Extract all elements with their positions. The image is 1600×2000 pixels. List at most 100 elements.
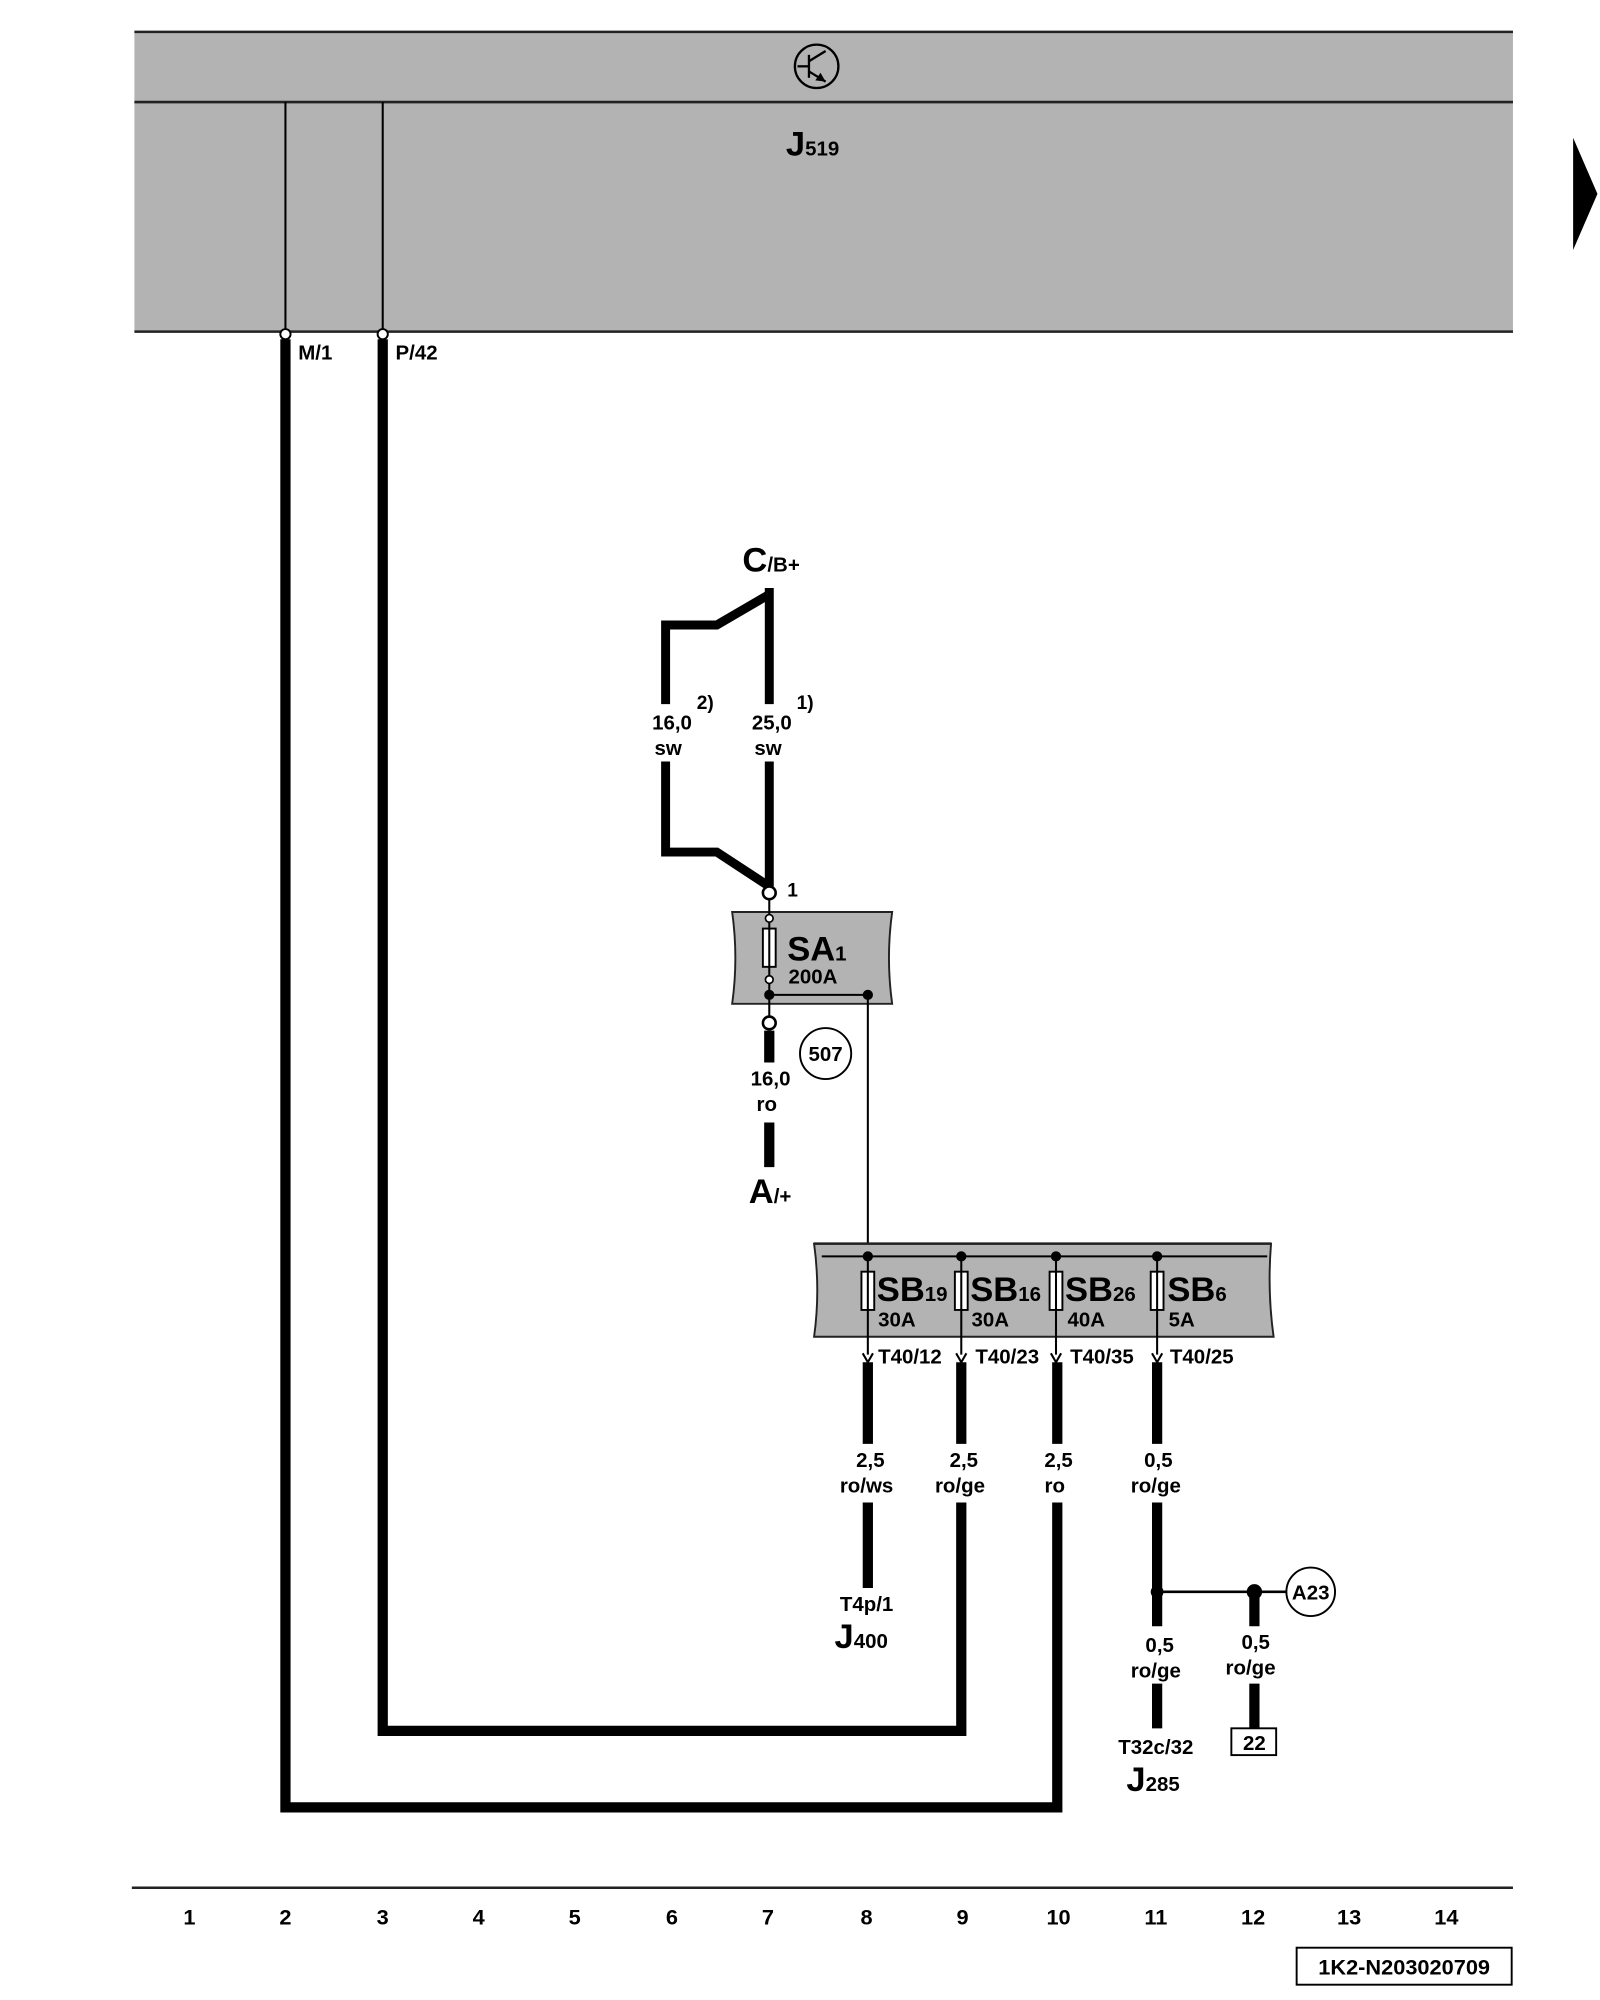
pin-t40-12: T40/12: [878, 1346, 942, 1369]
fuse-sb19-title: SB19: [877, 1271, 948, 1309]
branch-22-wire-color: ro/ge: [1226, 1657, 1276, 1680]
wire-16-sw: [661, 590, 772, 891]
reference-code: 1K2-N203020709: [1318, 1955, 1490, 1980]
battery-terminal-sub: /B+: [767, 553, 799, 576]
starter-terminal-letter: A: [749, 1173, 774, 1211]
fuse-box-panel: [812, 1242, 1275, 1338]
connection-a23-circle: [1285, 1566, 1336, 1618]
fuse-sb6-rating: 5A: [1169, 1309, 1195, 1332]
fuse-letter: SB: [970, 1271, 1018, 1309]
column-number: 13: [1337, 1905, 1361, 1930]
j285-wire-color: ro/ge: [1131, 1659, 1181, 1682]
wire-p42-to-t40-23: [377, 339, 967, 1736]
j400-letter: J: [835, 1618, 854, 1656]
column-number: 12: [1241, 1905, 1265, 1930]
main-fuse-letter: SA: [787, 931, 835, 969]
pin-t40-25: T40/25: [1170, 1346, 1234, 1369]
fuse-sb16-title: SB16: [970, 1271, 1041, 1309]
j285-wire-size: 0,5: [1145, 1634, 1173, 1657]
wire-sb19-size: 2,5: [856, 1449, 884, 1472]
fuse-sb19: SB19 30A: [860, 1251, 948, 1365]
column-numbers: 1 2 3 4 5 6 7 8 9 10 11 12 13 14: [183, 1905, 1458, 1930]
wire-16-ro-color: ro: [756, 1093, 776, 1116]
fuse-number: 19: [925, 1283, 948, 1306]
fuse-sb26: SB26 40A: [1048, 1251, 1136, 1365]
control-unit-number: 519: [805, 138, 839, 161]
junction-dot: [862, 1251, 873, 1262]
main-fuse-sa1: SA1 200A: [731, 899, 894, 1017]
battery-terminal-label: C/B+: [742, 541, 799, 579]
fuse-sb19-rating: 30A: [878, 1309, 916, 1332]
connection-a23: A23: [1292, 1582, 1330, 1605]
fuse-sb6-title: SB6: [1167, 1271, 1226, 1309]
j285-letter: J: [1126, 1761, 1145, 1799]
j285-pin: T32c/32: [1118, 1736, 1193, 1759]
j400-pin: T4p/1: [840, 1593, 893, 1616]
pin-t40-35: T40/35: [1070, 1346, 1134, 1369]
wire-sb26-color: ro: [1044, 1474, 1064, 1497]
fuse-sb16-rating: 30A: [972, 1309, 1010, 1332]
pin-connector-m1: [279, 328, 292, 341]
column-number: 4: [473, 1905, 485, 1930]
wire-25-footnote: 1): [797, 693, 814, 714]
fuse-sb26-rating: 40A: [1068, 1309, 1106, 1332]
wire-sb6-color: ro/ge: [1131, 1474, 1181, 1497]
column-number: 5: [569, 1905, 581, 1930]
wire-sb16-color: ro/ge: [935, 1474, 985, 1497]
column-number: 8: [861, 1905, 873, 1930]
j400-label: J400: [835, 1618, 888, 1656]
control-unit-panel: [134, 31, 1513, 332]
column-number: 1: [183, 1905, 195, 1930]
wire-16-color: sw: [655, 737, 682, 760]
fuse-letter: SB: [1167, 1271, 1215, 1309]
reference-code-box: [1295, 1946, 1513, 1986]
fuse-box-sb: SB19 30A SB16 30A SB26 40A: [812, 1242, 1275, 1365]
pin-connector-p42: [376, 328, 389, 341]
ground-point-507: 507: [809, 1043, 843, 1066]
fuse-sb6: SB6 5A: [1149, 1251, 1227, 1365]
main-fuse-rating: 200A: [788, 965, 837, 988]
pin-t40-23: T40/23: [975, 1346, 1039, 1369]
wire-sb19-color: ro/ws: [840, 1474, 893, 1497]
fuse-number: 16: [1018, 1283, 1041, 1306]
terminal-1: [761, 885, 777, 901]
control-unit-letter: J: [786, 126, 805, 164]
column-number: 7: [762, 1905, 774, 1930]
junction-dot: [956, 1251, 967, 1262]
junction-dot: [1150, 1585, 1164, 1599]
column-number: 9: [957, 1905, 969, 1930]
junction-dot: [1152, 1251, 1163, 1262]
fuse-number: 6: [1215, 1283, 1226, 1306]
junction-dot: [1050, 1251, 1062, 1262]
column-number: 14: [1434, 1905, 1458, 1930]
column-number: 11: [1144, 1905, 1167, 1930]
starter-terminal-label: A/+: [749, 1173, 792, 1211]
main-fuse-title: SA1: [787, 931, 846, 969]
j285-number: 285: [1146, 1773, 1180, 1796]
ground-point-507-circle: [799, 1027, 853, 1081]
column-number: 10: [1046, 1905, 1070, 1930]
wire-sb16-size: 2,5: [950, 1449, 978, 1472]
terminal-1-label: 1: [787, 881, 798, 902]
track-reference-22: 22: [1243, 1732, 1266, 1755]
wire-sb26-size: 2,5: [1044, 1449, 1072, 1472]
j400-number: 400: [854, 1630, 888, 1653]
wire-sb6-size: 0,5: [1144, 1449, 1172, 1472]
starter-terminal-sub: /+: [774, 1185, 792, 1208]
transistor-symbol-icon: [793, 43, 840, 90]
fuse-letter: SB: [1065, 1271, 1113, 1309]
main-fuse-number: 1: [835, 942, 846, 965]
control-unit-title: J519: [786, 126, 839, 164]
wire-m1-to-t40-35: [280, 339, 1063, 1813]
fuse-sb16: SB16 30A: [953, 1251, 1041, 1365]
pin-label-m1: M/1: [298, 342, 332, 365]
battery-terminal-letter: C: [742, 541, 767, 579]
j285-label: J285: [1126, 1761, 1179, 1799]
wire-16-ro-size: 16,0: [751, 1067, 791, 1090]
fuse-number: 26: [1113, 1283, 1136, 1306]
wire-16-footnote: 2): [697, 693, 714, 714]
track-reference-box: [1230, 1727, 1278, 1757]
column-number: 2: [279, 1905, 291, 1930]
fuse-letter: SB: [877, 1271, 925, 1309]
